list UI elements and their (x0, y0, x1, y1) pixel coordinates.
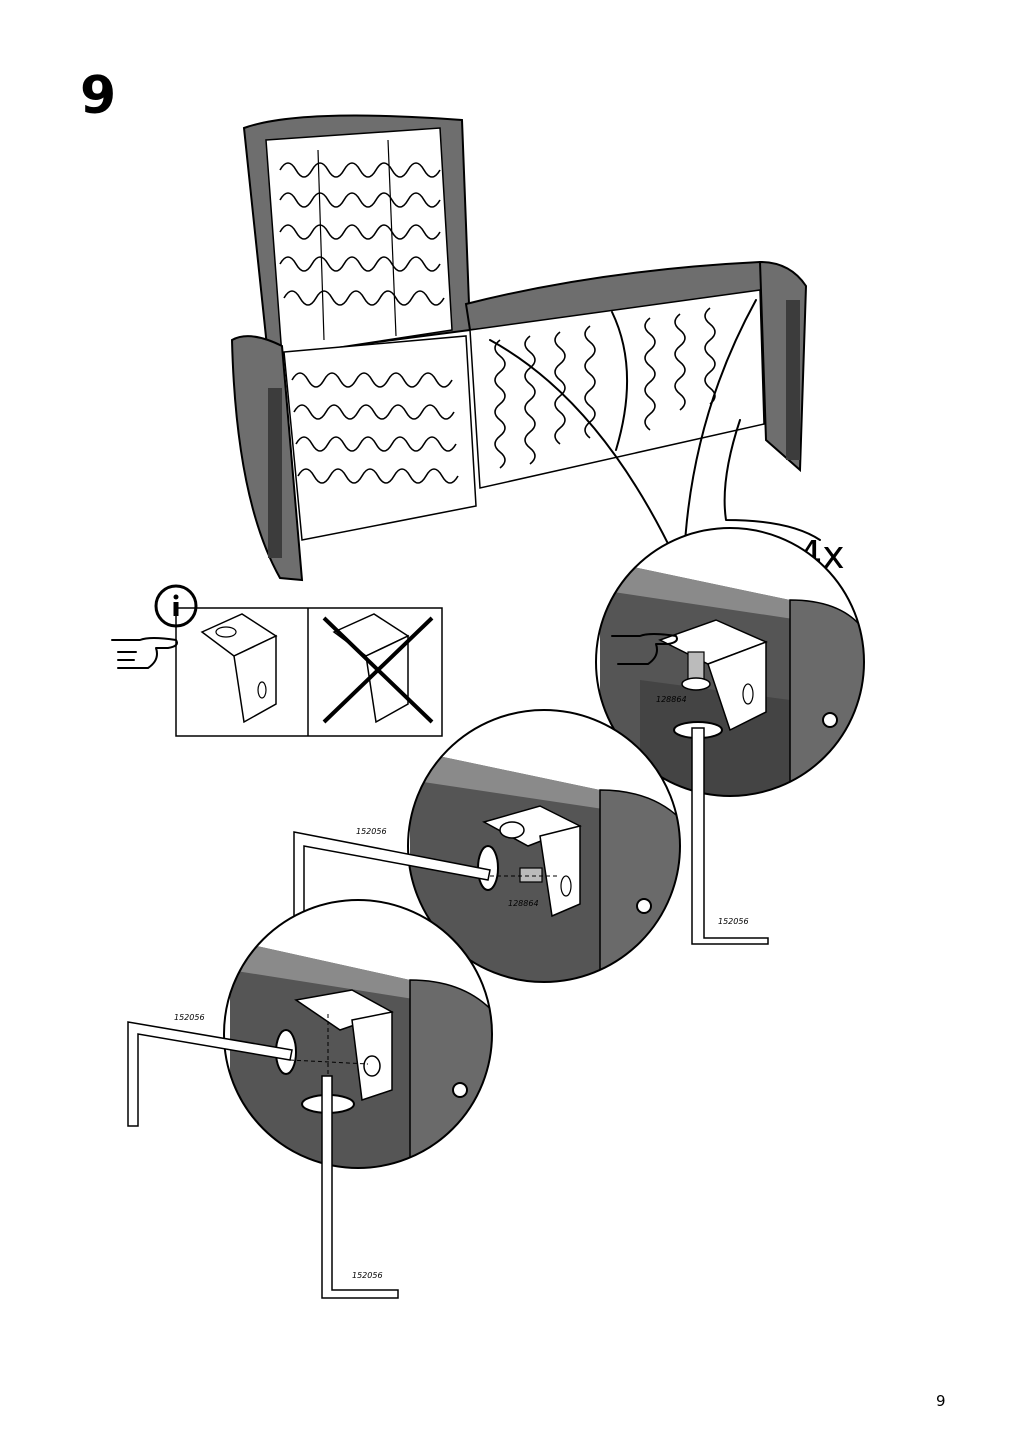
detail-circle-3 (127, 899, 493, 1299)
back-springs (279, 139, 445, 341)
long-springs (494, 307, 716, 469)
cross-icon (322, 616, 434, 724)
step-number: 9 (80, 66, 117, 126)
screw-label: 128864 (656, 695, 687, 704)
allen-key-label: 152056 (352, 1271, 383, 1280)
detail-circle-1 (595, 527, 865, 945)
pointing-hand-icon (111, 637, 178, 669)
bracket-correct (200, 613, 278, 724)
page-number: 9 (936, 1392, 946, 1410)
allen-key-label: 152056 (174, 1013, 205, 1022)
allen-key-label: 152056 (356, 827, 387, 836)
info-box (111, 584, 443, 737)
detail-circle-2 (293, 709, 681, 983)
bracket-incorrect (322, 613, 434, 724)
sofa-frame (230, 114, 821, 582)
screw-label: 128864 (508, 899, 539, 908)
seat-springs (291, 372, 459, 484)
allen-key-label: 152056 (718, 917, 749, 926)
